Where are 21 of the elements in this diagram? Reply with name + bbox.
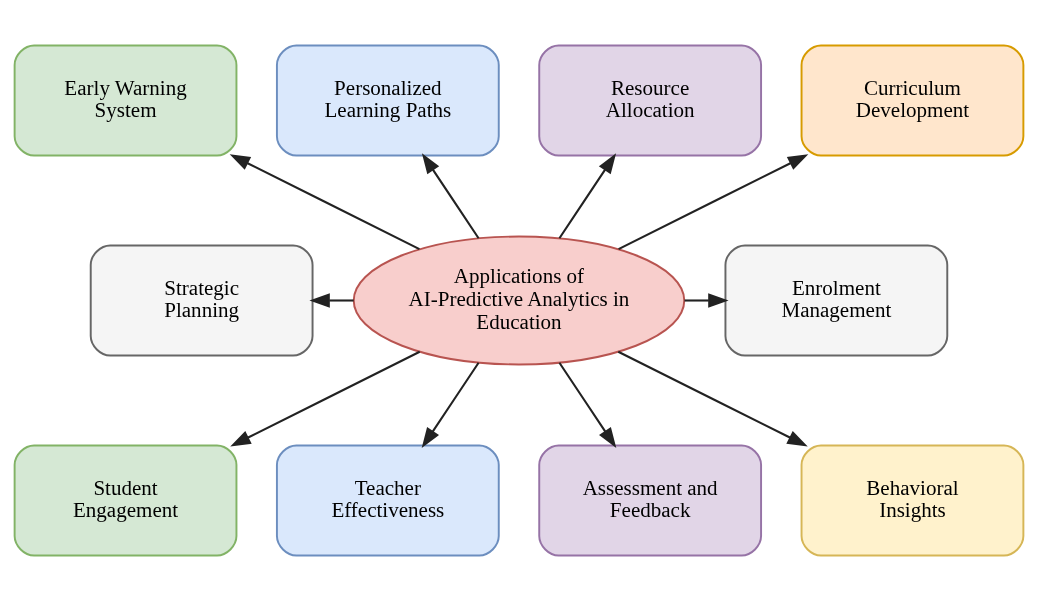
- arrow: [618, 153, 809, 250]
- node-box: Teacher Effectiveness: [275, 443, 500, 556]
- node-box: Student Engagement: [13, 443, 238, 556]
- arrow: [558, 361, 617, 448]
- arrow: [558, 152, 617, 239]
- node-box: Early Warning System: [13, 44, 238, 157]
- arrow: [617, 350, 808, 446]
- arrow: [230, 350, 421, 446]
- arrow: [229, 153, 420, 250]
- node-box: Strategic Planning: [89, 244, 314, 357]
- arrow: [421, 152, 480, 239]
- arrow: [684, 292, 729, 308]
- arrow: [309, 292, 354, 308]
- arrow: [421, 361, 480, 448]
- node-box: Curriculum Development: [800, 44, 1025, 157]
- node-box: Assessment and Feedback: [538, 443, 763, 556]
- node-box: Enrolment Management: [724, 244, 949, 357]
- node-ellipse: Applications of AI-Predictive Analytics in Education: [352, 235, 686, 365]
- node-box: Resource Allocation: [538, 44, 763, 157]
- node-box: Personalized Learning Paths: [275, 44, 500, 157]
- node-box: Behavioral Insights: [800, 443, 1025, 556]
